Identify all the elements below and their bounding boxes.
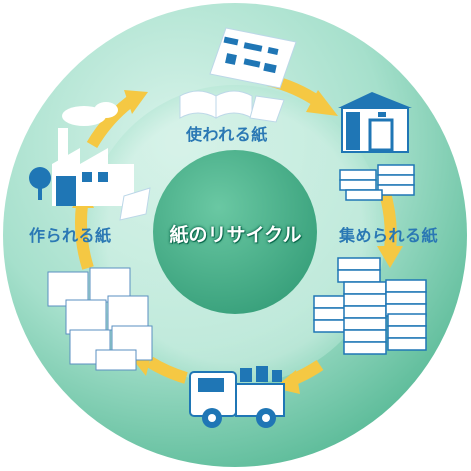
arrowhead-top-right xyxy=(306,90,338,116)
paper-stacks-icon xyxy=(313,257,427,355)
open-book-icon xyxy=(179,90,285,123)
label-used-paper: 使われる紙 xyxy=(186,125,268,144)
warehouse-icon xyxy=(338,92,412,153)
label-collected-paper: 集められる紙 xyxy=(339,226,439,245)
made-paper-stacks-icon xyxy=(47,267,153,371)
arrow-bottom-left xyxy=(146,356,188,384)
arrow-left xyxy=(75,204,94,270)
paper-bundle-icon xyxy=(339,164,415,201)
center-circle xyxy=(153,150,317,314)
factory-icon xyxy=(52,102,151,221)
paper-icon xyxy=(209,27,297,89)
center-title: 紙のリサイクル xyxy=(169,224,302,246)
truck-icon xyxy=(189,366,285,428)
arrowhead-right xyxy=(377,246,403,268)
arrowhead-top-left xyxy=(124,90,148,114)
tree-icon xyxy=(29,167,51,200)
label-made-paper: 作られる紙 xyxy=(29,226,112,245)
